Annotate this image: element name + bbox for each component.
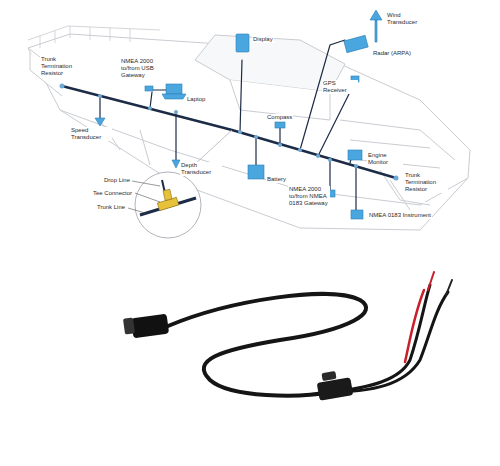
device-label: NMEA 0183 Instrument xyxy=(368,212,432,219)
callout-label: Trunk Line xyxy=(96,204,126,211)
gateway-label: NMEA 2000 to/from NMEA 0183 Gateway xyxy=(288,186,330,207)
termination-label: Trunk Termination Resistor xyxy=(404,172,448,193)
device-label: Radar (ARPA) xyxy=(372,50,412,57)
connector-and-fuse xyxy=(123,314,353,401)
device-label: Speed Transducer xyxy=(70,127,112,141)
bow-rail xyxy=(28,26,160,48)
network-wiring xyxy=(62,40,396,210)
tee-connector-inset xyxy=(128,130,232,238)
device-icons xyxy=(95,10,382,219)
device-label: Compass xyxy=(266,114,293,121)
callout-label: Drop Line xyxy=(103,177,131,184)
gateway-label: NMEA 2000 to/from USB Gateway xyxy=(120,58,166,79)
device-label: Laptop xyxy=(186,96,206,103)
termination-label: Trunk Termination Resistor xyxy=(40,56,82,77)
boat-hull xyxy=(28,34,470,230)
device-label: Depth Transducer xyxy=(180,162,222,176)
device-label: Battery xyxy=(266,176,287,183)
power-cable-photo xyxy=(168,272,452,396)
device-label: Display xyxy=(252,36,274,43)
device-label: GPS Receiver xyxy=(322,80,358,94)
tee-markers xyxy=(60,84,399,181)
device-label: Wind Transducer xyxy=(386,12,430,26)
device-label: Engine Monitor xyxy=(367,152,403,166)
callout-label: Tee Connector xyxy=(92,190,133,197)
